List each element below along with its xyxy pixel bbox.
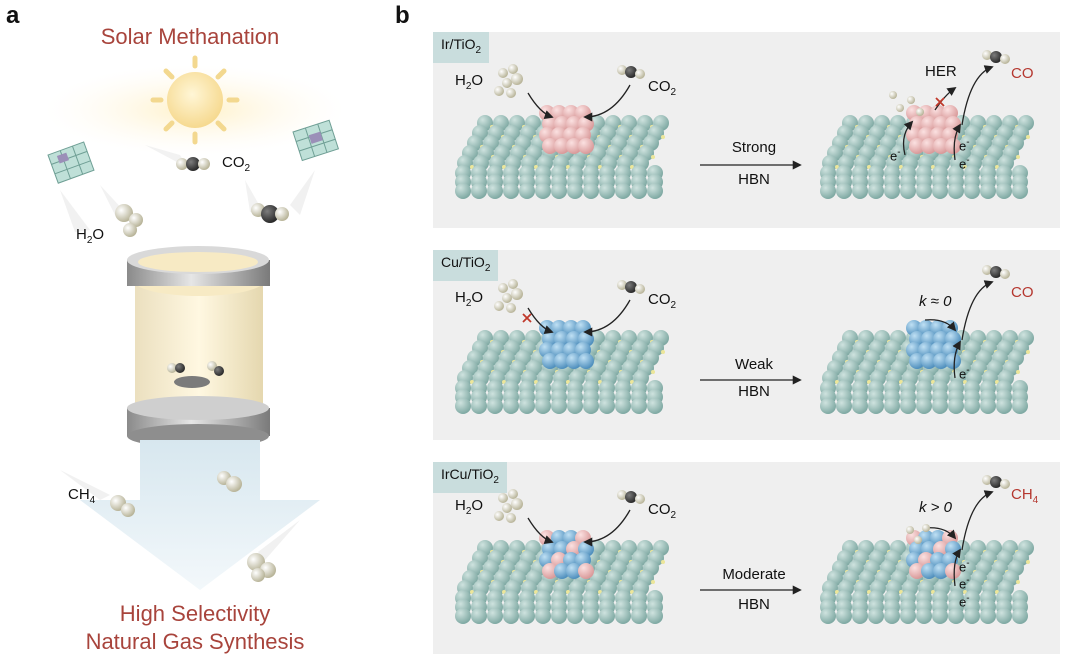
row-ircu-co2-arrow — [585, 510, 630, 542]
row-ir-h-atom-1 — [896, 104, 904, 112]
row-cu-condition-top: Weak — [709, 356, 799, 373]
row-cu-product-molecule — [982, 265, 1010, 279]
row-ir-h-atom-0 — [889, 91, 897, 99]
row-ircu-electron-2: e- — [959, 574, 970, 591]
row-ircu-electron-1: e- — [959, 557, 970, 574]
row-ircu-cluster-left — [539, 530, 594, 579]
row-ir-co2-arrow — [585, 85, 630, 117]
row-ircu-product: CH4 — [1011, 486, 1038, 506]
row-cu-electron: e- — [959, 365, 970, 381]
row-ir-cluster-right — [906, 105, 961, 154]
row-ircu-h-atom-0 — [906, 526, 914, 534]
row-ir-h-atom-2 — [907, 96, 915, 104]
row-ir-condition-bottom: HBN — [709, 171, 799, 188]
row-cu-h2o-molecule — [494, 279, 523, 313]
row-ir-her-block-icon — [936, 98, 944, 106]
row-ircu-h-atom-2 — [922, 524, 930, 532]
row-cu-co2-label: CO2 — [648, 291, 676, 311]
row-ircu-electrons: e- e- e- — [959, 557, 970, 609]
row-cu-h2o-block-icon — [523, 314, 531, 322]
row-ircu-electron-3: e- — [959, 592, 970, 609]
row-ircu-h-atom-1 — [914, 536, 922, 544]
row-ir-condition-top: Strong — [709, 139, 799, 156]
row-ir-co2-molecule — [617, 65, 645, 79]
row-cu-h2o-label: H2O — [455, 289, 483, 309]
row-ir-co2-label: CO2 — [648, 78, 676, 98]
row-ir-electron-right: e- e- — [959, 135, 970, 172]
row-ircu-co2-label: CO2 — [648, 501, 676, 521]
row-cu-co2-molecule — [617, 280, 645, 294]
row-ir-electron-right-1: e- — [959, 135, 970, 153]
row-ir-product: CO — [1011, 65, 1034, 85]
row-ircu-condition-bottom: HBN — [709, 596, 799, 613]
row-ir-cluster-left — [539, 105, 594, 154]
row-ir-electron-left: e- — [890, 147, 901, 163]
row-ircu-condition-top: Moderate — [709, 566, 799, 583]
row-ircu-product-molecule — [982, 475, 1010, 489]
row-ircu-h2o-molecule — [494, 489, 523, 523]
row-ircu-co2-molecule — [617, 490, 645, 504]
row-cu-rate: k ≈ 0 — [919, 293, 951, 310]
row-ir-product-molecule — [982, 50, 1010, 64]
row-ir-h-atom-3 — [916, 108, 924, 116]
row-cu-product: CO — [1011, 284, 1034, 304]
row-cu-cluster-left — [539, 320, 594, 369]
row-ircu-rate: k > 0 — [919, 499, 952, 516]
row-ir-h2o-molecule — [494, 64, 523, 98]
row-cu-co2-arrow — [585, 300, 630, 332]
row-ir-h2o-label: H2O — [455, 72, 483, 92]
row-ir-electron-right-2: e- — [959, 153, 970, 171]
row-ir-side-product: HER — [925, 63, 957, 80]
row-cu-condition-bottom: HBN — [709, 383, 799, 400]
row-ircu-cluster-right — [906, 530, 961, 579]
row-ircu-h2o-label: H2O — [455, 497, 483, 517]
